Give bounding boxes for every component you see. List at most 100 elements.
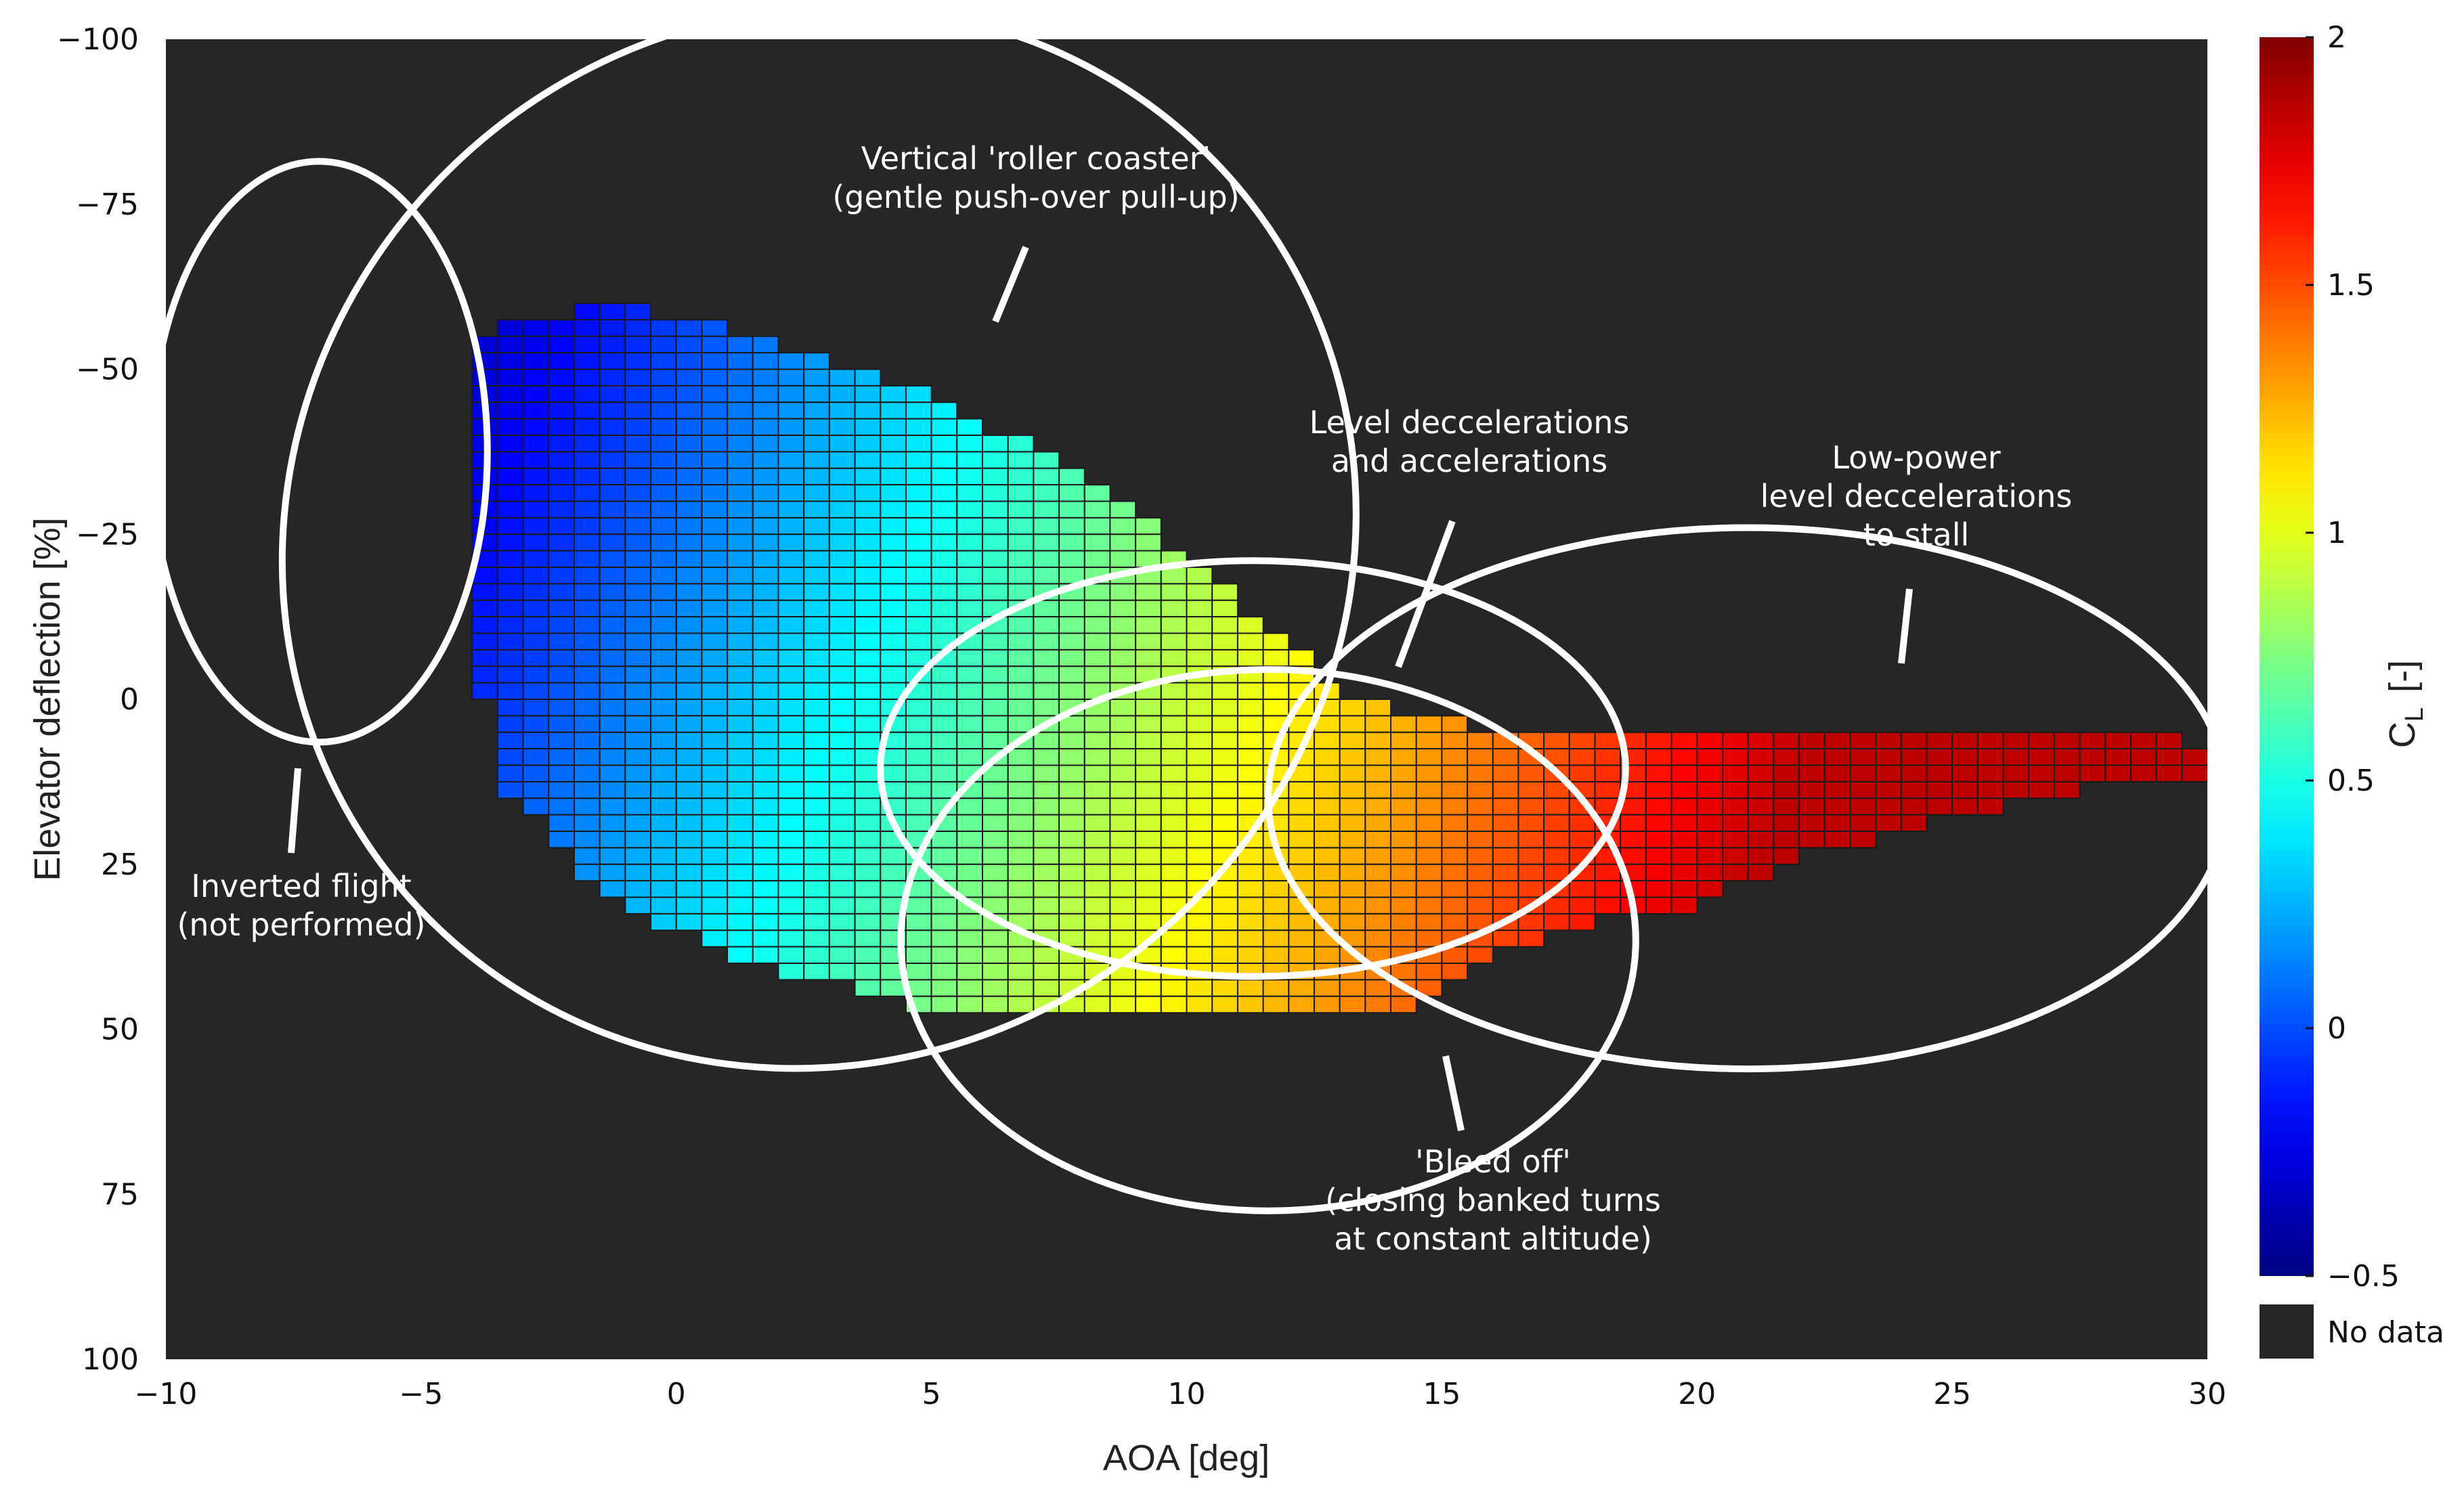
heatmap-cell	[1058, 632, 1085, 651]
heatmap-cell	[1262, 632, 1290, 651]
heatmap-cell	[2053, 748, 2081, 766]
heatmap-cell	[1033, 665, 1060, 684]
heatmap-cell	[1007, 467, 1035, 486]
heatmap-cell	[2053, 780, 2081, 799]
heatmap-cell	[599, 550, 626, 568]
heatmap-cell	[1109, 616, 1137, 634]
heatmap-cell	[1109, 632, 1137, 651]
heatmap-cell	[982, 467, 1009, 486]
heatmap-cell	[624, 319, 652, 337]
heatmap-cell	[1007, 979, 1035, 997]
heatmap-cell	[803, 731, 830, 750]
heatmap-cell	[701, 831, 729, 849]
heatmap-cell	[1033, 632, 1060, 651]
heatmap-cell	[982, 550, 1009, 568]
heatmap-cell	[1160, 946, 1188, 964]
heatmap-cell	[701, 682, 729, 700]
heatmap-cell	[880, 567, 907, 585]
heatmap-cell	[675, 533, 703, 552]
heatmap-cell	[1670, 831, 1698, 849]
heatmap-cell	[624, 731, 652, 750]
heatmap-cell	[1900, 748, 1928, 766]
heatmap-cell	[828, 929, 856, 948]
annotation-text: Inverted flight(not performed)	[177, 868, 425, 943]
heatmap-cell	[1594, 764, 1622, 783]
heatmap-cell	[1083, 731, 1111, 750]
heatmap-cell	[1976, 731, 2004, 750]
heatmap-cell	[675, 699, 703, 717]
heatmap-cell	[930, 665, 958, 684]
heatmap-cell	[752, 599, 779, 618]
heatmap-cell	[675, 616, 703, 634]
heatmap-cell	[777, 418, 805, 436]
heatmap-cell	[1747, 847, 1775, 865]
heatmap-cell	[803, 484, 830, 502]
y-tick-label: 25	[101, 848, 139, 882]
heatmap-cell	[675, 335, 703, 354]
heatmap-cell	[1823, 831, 1851, 849]
no-data-swatch	[2260, 1304, 2314, 1359]
heatmap-cell	[1109, 896, 1137, 915]
annotation-ellipse	[877, 557, 1629, 980]
heatmap-cell	[828, 500, 856, 519]
heatmap-cell	[905, 533, 932, 552]
heatmap-cell	[675, 418, 703, 436]
heatmap-cell	[574, 699, 601, 717]
heatmap-cell	[675, 797, 703, 816]
heatmap-cell	[2130, 748, 2157, 766]
heatmap-cell	[1517, 847, 1545, 865]
heatmap-cell	[675, 648, 703, 667]
heatmap-cell	[930, 929, 958, 948]
heatmap-cell	[2002, 764, 2030, 783]
heatmap-cell	[1007, 533, 1035, 552]
heatmap-cell	[1339, 814, 1366, 832]
heatmap-cell	[803, 435, 830, 453]
heatmap-cell	[1236, 682, 1264, 700]
heatmap-cell	[982, 946, 1009, 964]
heatmap-cell	[930, 583, 958, 601]
heatmap-cell	[905, 814, 932, 832]
heatmap-cell	[1135, 583, 1162, 601]
colorbar-tick-label: 2	[2327, 20, 2346, 55]
heatmap-cell	[1568, 731, 1596, 750]
colorbar-label-unit: [-]	[2382, 660, 2423, 692]
heatmap-cell	[1160, 616, 1188, 634]
heatmap-cell	[1926, 780, 1953, 799]
heatmap-cell	[777, 533, 805, 552]
heatmap-cell	[1262, 929, 1290, 948]
heatmap-cell	[650, 533, 677, 552]
heatmap-cell	[1058, 764, 1085, 783]
heatmap-cell	[1926, 731, 1953, 750]
heatmap-cell	[1058, 863, 1085, 882]
heatmap-cell	[1109, 715, 1137, 733]
heatmap-cell	[1670, 880, 1698, 898]
heatmap-cell	[2104, 731, 2132, 750]
heatmap-cell	[599, 451, 626, 469]
heatmap-cell	[1160, 880, 1188, 898]
heatmap-cell	[905, 797, 932, 816]
heatmap-cell	[1313, 814, 1341, 832]
heatmap-cell	[828, 484, 856, 502]
heatmap-cell	[548, 418, 575, 436]
heatmap-cell	[1007, 699, 1035, 717]
heatmap-cell	[1594, 896, 1622, 915]
heatmap-cell	[982, 632, 1009, 651]
heatmap-cell	[854, 946, 882, 964]
heatmap-cell	[2079, 731, 2106, 750]
heatmap-cell	[828, 946, 856, 964]
heatmap-cell	[1492, 831, 1519, 849]
heatmap-cell	[1083, 995, 1111, 1014]
heatmap-cell	[1160, 847, 1188, 865]
heatmap-cell	[905, 780, 932, 799]
heatmap-cell	[1415, 929, 1443, 948]
heatmap-cell	[1951, 764, 1979, 783]
heatmap-cell	[1007, 764, 1035, 783]
heatmap-cell	[880, 484, 907, 502]
heatmap-cell	[1288, 780, 1316, 799]
heatmap-cell	[1236, 946, 1264, 964]
heatmap-cell	[1467, 831, 1494, 849]
heatmap-cell	[1773, 847, 1800, 865]
heatmap-cell	[1543, 831, 1570, 849]
heatmap-cell	[803, 665, 830, 684]
heatmap-cell	[777, 484, 805, 502]
